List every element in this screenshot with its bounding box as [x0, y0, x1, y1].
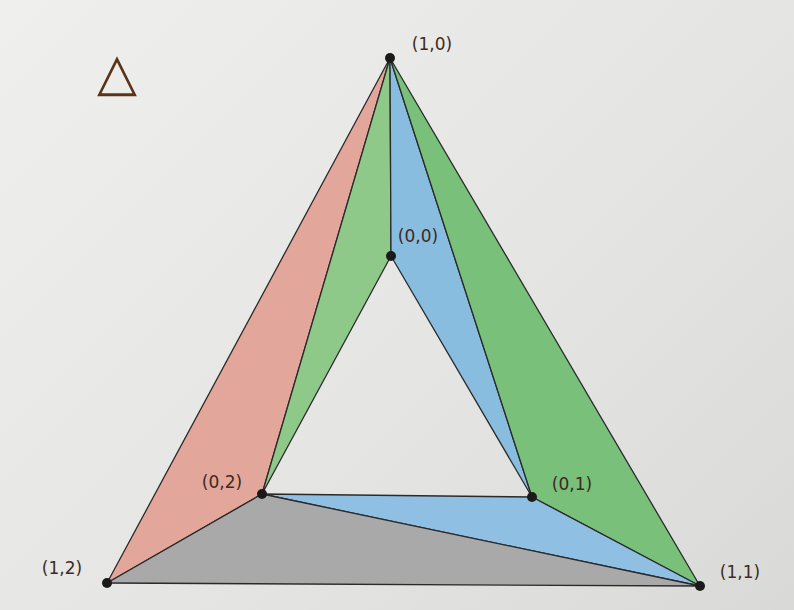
vertex-label: (1,2): [42, 560, 82, 577]
vertex-dot: [527, 492, 537, 502]
vertex-dot: [385, 53, 395, 63]
vertex-label: (0,1): [552, 476, 592, 493]
gray-face: [107, 494, 700, 586]
vertex-label: (1,0): [412, 36, 452, 53]
vertex-dot: [695, 581, 705, 591]
complex-symbol: △: [97, 46, 137, 98]
vertex-dot: [102, 578, 112, 588]
vertex-label: (0,2): [202, 474, 242, 491]
vertex-dot: [257, 489, 267, 499]
vertex-label: (0,0): [398, 228, 438, 245]
vertex-label: (1,1): [720, 564, 760, 581]
green-face: [262, 58, 391, 494]
vertex-dot: [386, 251, 396, 261]
